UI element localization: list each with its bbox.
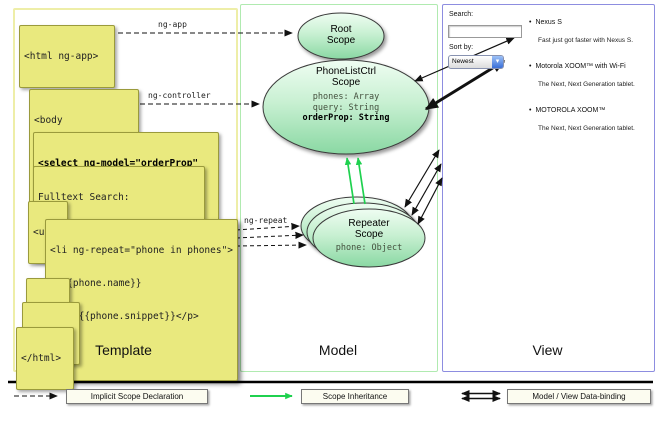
legend-implicit-scope-declaration: Implicit Scope Declaration	[66, 389, 208, 404]
search-label: Search:	[449, 11, 474, 18]
ng-repeat-label: ng-repeat	[244, 216, 288, 225]
sort-by-label: Sort by:	[449, 44, 474, 51]
code-html-open: <html ng-app>	[19, 25, 115, 88]
template-panel-label: Template	[95, 342, 152, 358]
phonelistctrl-scope-text: PhoneListCtrl Scope phones: Array query:…	[302, 66, 390, 123]
sort-select-value: Newest	[452, 58, 474, 65]
bullet-icon: •	[529, 19, 532, 26]
root-scope-text: Root Scope	[326, 24, 356, 46]
legend-model-view-data-binding: Model / View Data-binding	[507, 389, 651, 404]
phone-snippet: The Next, Next Generation tablet.	[538, 125, 635, 132]
legend-double-arrow	[461, 389, 501, 403]
model-panel-label: Model	[318, 342, 358, 358]
sort-select[interactable]: Newest ▾	[448, 55, 504, 69]
bullet-icon: •	[529, 63, 532, 70]
phone-list-item[interactable]: •Nexus S	[529, 19, 562, 26]
select-arrow-icon: ▾	[492, 56, 503, 68]
phone-list-item[interactable]: •Motorola XOOM™ with Wi-Fi	[529, 63, 626, 70]
phone-name: Nexus S	[535, 19, 562, 26]
ng-app-label: ng-app	[158, 20, 187, 29]
model-panel	[240, 4, 438, 372]
search-input[interactable]	[448, 25, 522, 38]
phone-list-item[interactable]: •MOTOROLA XOOM™	[529, 107, 605, 114]
phone-snippet: The Next, Next Generation tablet.	[538, 81, 635, 88]
phone-name: MOTOROLA XOOM™	[535, 107, 606, 114]
phone-snippet: Fast just got faster with Nexus S.	[538, 37, 634, 44]
bullet-icon: •	[529, 107, 532, 114]
repeater-scope-text: Repeater Scope phone: Object	[335, 218, 403, 253]
legend-scope-inheritance: Scope Inheritance	[301, 389, 409, 404]
view-panel-label: View	[532, 342, 563, 358]
ng-controller-label: ng-controller	[148, 91, 211, 100]
phone-name: Motorola XOOM™ with Wi-Fi	[535, 63, 626, 70]
code-html-close: </html>	[16, 327, 74, 390]
